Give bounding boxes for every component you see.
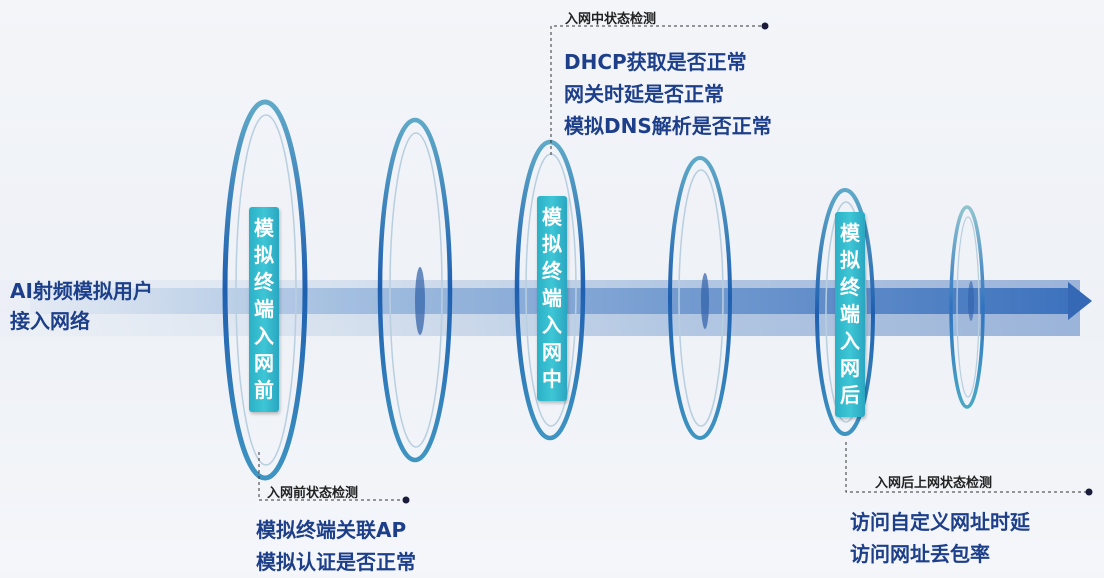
- leader-line-stage-2: [550, 25, 762, 155]
- ring-1: [222, 99, 308, 481]
- ring-6: [949, 205, 985, 409]
- ring-2: [377, 117, 453, 463]
- leader-line-stage-1: [258, 452, 403, 501]
- stage-tag-during: 模拟终端入网中: [537, 196, 567, 401]
- input-label-line-2: 接入网络: [10, 309, 90, 333]
- ring-4: [668, 156, 732, 440]
- detail-item: 模拟DNS解析是否正常: [564, 114, 772, 138]
- detail-item: 访问网址丢包率: [850, 542, 990, 566]
- leader-dot-stage-1: [402, 496, 410, 504]
- caption-stage-after: 入网后上网状态检测: [875, 476, 993, 491]
- input-label: AI射频模拟用户 接入网络: [10, 276, 153, 336]
- detail-item: 模拟认证是否正常: [256, 550, 416, 574]
- details-stage-before: 模拟终端关联AP 模拟认证是否正常: [256, 514, 416, 578]
- leader-line-stage-3: [845, 442, 1086, 493]
- detail-item: DHCP获取是否正常: [564, 50, 747, 74]
- stage-tag-before: 模拟终端入网前: [249, 207, 279, 412]
- arrow-head-icon: [1068, 282, 1092, 320]
- detail-item: 网关时延是否正常: [564, 82, 724, 106]
- input-label-line-1: AI射频模拟用户: [10, 279, 153, 303]
- caption-stage-during: 入网中状态检测: [565, 12, 657, 27]
- leader-dot-stage-2: [761, 22, 769, 30]
- ring-5: [815, 188, 875, 436]
- stage-tag-after: 模拟终端入网后: [835, 212, 865, 417]
- details-stage-after: 访问自定义网址时延 访问网址丢包率: [850, 506, 1030, 570]
- leader-dot-stage-3: [1085, 488, 1093, 496]
- caption-stage-before: 入网前状态检测: [267, 486, 359, 501]
- detail-item: 模拟终端关联AP: [256, 518, 407, 542]
- detail-item: 访问自定义网址时延: [850, 510, 1030, 534]
- details-stage-during: DHCP获取是否正常 网关时延是否正常 模拟DNS解析是否正常: [564, 46, 772, 142]
